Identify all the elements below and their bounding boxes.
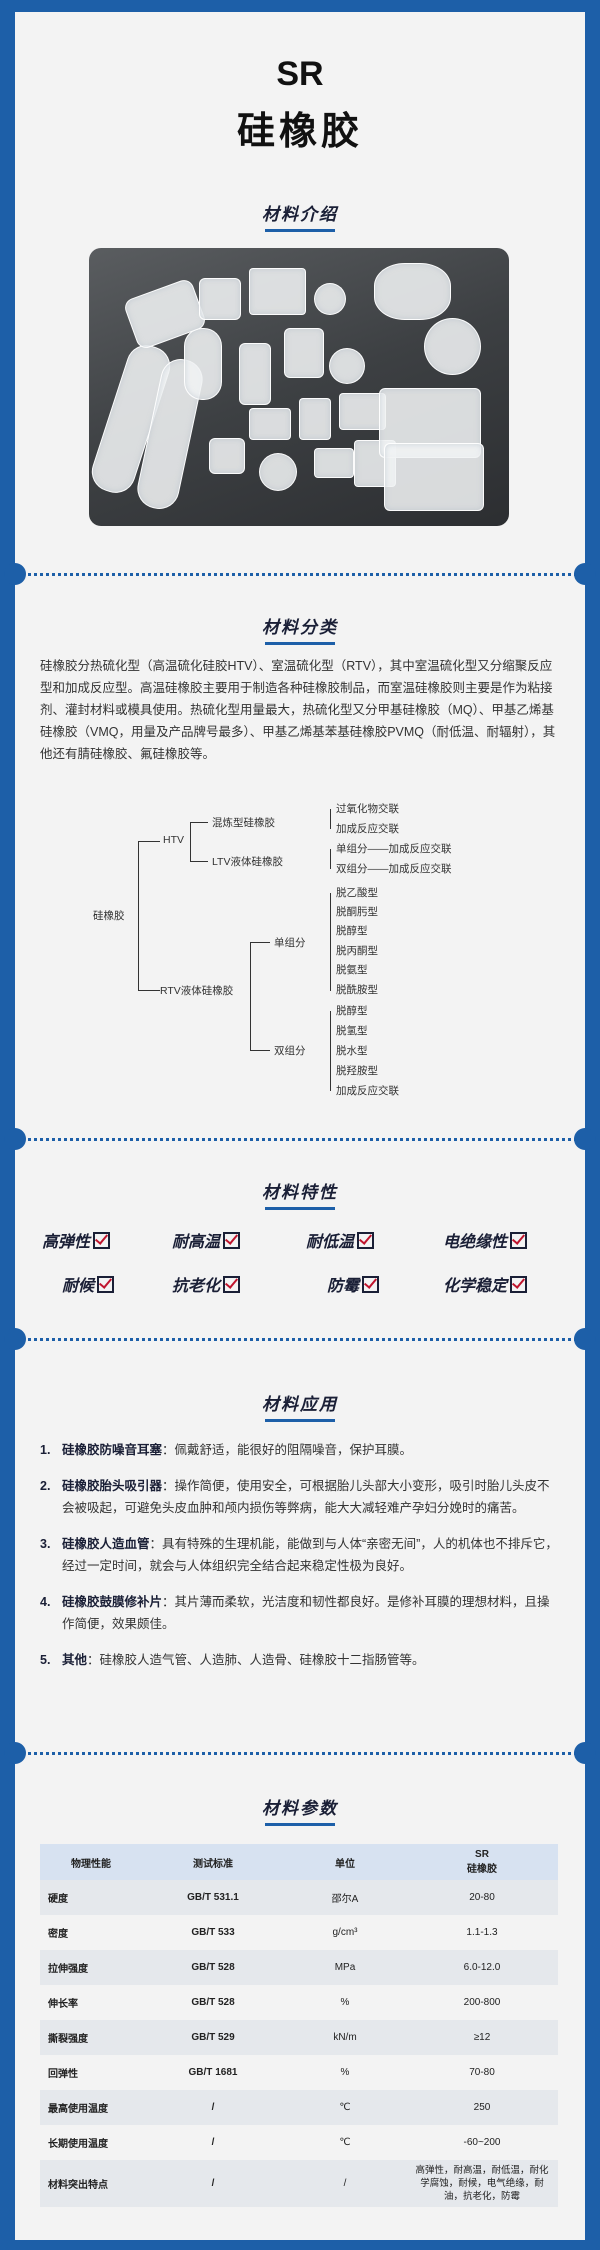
tree-root: 硅橡胶 bbox=[93, 910, 125, 922]
divider-dot bbox=[574, 563, 596, 585]
tree-leaf: 脱氨型 bbox=[336, 964, 368, 976]
tree-leaf: 脱羟胺型 bbox=[336, 1065, 378, 1077]
feature-item: 耐高温 bbox=[172, 1228, 241, 1252]
feature-item: 电绝缘性 bbox=[443, 1228, 528, 1252]
table-row: 材料突出特点//高弹性，耐高温，耐低温，耐化学腐蚀，耐候，电气绝缘，耐油，抗老化… bbox=[40, 2160, 558, 2207]
section-title-parameters: 材料参数 bbox=[0, 1794, 600, 1826]
section-title-intro: 材料介绍 bbox=[0, 200, 600, 232]
tree-leaf: 脱醇型 bbox=[336, 925, 368, 937]
applications-list: 1.硅橡胶防噪音耳塞：佩戴舒适，能很好的阻隔噪音，保护耳膜。 2.硅橡胶胎头吸引… bbox=[40, 1439, 562, 1685]
list-item: 5.其他：硅橡胶人造气管、人造肺、人造骨、硅橡胶十二指肠管等。 bbox=[40, 1653, 425, 1667]
divider-dot bbox=[574, 1128, 596, 1150]
table-header-row: 物理性能 测试标准 单位 SR 硅橡胶 bbox=[40, 1844, 558, 1880]
tree-leaf: 脱酰胺型 bbox=[336, 984, 378, 996]
tree-leaf: 加成反应交联 bbox=[336, 1085, 399, 1097]
list-item: 4.硅橡胶鼓膜修补片：其片薄而柔软，光洁度和韧性都良好。是修补耳膜的理想材料，且… bbox=[40, 1595, 550, 1631]
feature-item: 耐低温 bbox=[306, 1228, 375, 1252]
table-row: 长期使用温度/℃-60~200 bbox=[40, 2125, 558, 2160]
tree-htv: HTV bbox=[163, 834, 184, 846]
tree-leaf: 脱丙酮型 bbox=[336, 945, 378, 957]
feature-item: 耐候 bbox=[62, 1272, 115, 1296]
tree-double: 双组分 bbox=[274, 1045, 306, 1057]
section-title-classification: 材料分类 bbox=[0, 613, 600, 645]
checkbox-icon bbox=[93, 1232, 111, 1249]
tree-ltv: LTV液体硅橡胶 bbox=[212, 856, 283, 868]
tree-leaf: 脱乙酸型 bbox=[336, 887, 378, 899]
classification-paragraph: 硅橡胶分热硫化型（高温硫化硅胶HTV）、室温硫化型（RTV），其中室温硫化型又分… bbox=[40, 659, 556, 761]
tree-leaf: 脱水型 bbox=[336, 1045, 368, 1057]
section-title-properties: 材料特性 bbox=[0, 1178, 600, 1210]
list-item: 3.硅橡胶人造血管：具有特殊的生理机能，能做到与人体“亲密无间”，人的机体也不排… bbox=[40, 1537, 558, 1573]
column-header: 单位 bbox=[284, 1844, 406, 1880]
feature-item: 高弹性 bbox=[42, 1228, 111, 1252]
section-divider bbox=[15, 1138, 585, 1141]
section-divider bbox=[15, 573, 585, 576]
feature-item: 防霉 bbox=[327, 1272, 380, 1296]
page-title: SR bbox=[276, 55, 324, 93]
section-divider bbox=[15, 1752, 585, 1755]
list-item: 1.硅橡胶防噪音耳塞：佩戴舒适，能很好的阻隔噪音，保护耳膜。 bbox=[40, 1443, 413, 1457]
tree-leaf: 单组分——加成反应交联 bbox=[336, 843, 452, 855]
column-header: 物理性能 bbox=[40, 1844, 142, 1880]
feature-item: 抗老化 bbox=[172, 1272, 241, 1296]
checkbox-icon bbox=[97, 1276, 115, 1293]
list-item: 2.硅橡胶胎头吸引器：操作简便，使用安全，可根据胎儿头部大小变形，吸引时胎儿头皮… bbox=[40, 1479, 550, 1515]
divider-dot bbox=[4, 1128, 26, 1150]
tree-leaf: 脱酮肟型 bbox=[336, 906, 378, 918]
divider-dot bbox=[574, 1742, 596, 1764]
tree-leaf: 过氧化物交联 bbox=[336, 803, 399, 815]
section-title-applications: 材料应用 bbox=[0, 1390, 600, 1422]
product-photo bbox=[89, 248, 509, 526]
divider-dot bbox=[574, 1328, 596, 1350]
column-header: SR 硅橡胶 bbox=[406, 1844, 558, 1880]
divider-dot bbox=[4, 1328, 26, 1350]
checkbox-icon bbox=[510, 1276, 528, 1293]
divider-dot bbox=[4, 1742, 26, 1764]
checkbox-icon bbox=[510, 1232, 528, 1249]
column-header: 测试标准 bbox=[142, 1844, 284, 1880]
tree-leaf: 脱醇型 bbox=[336, 1005, 368, 1017]
feature-item: 化学稳定 bbox=[443, 1272, 528, 1296]
checkbox-icon bbox=[223, 1232, 241, 1249]
page-subtitle: 硅橡胶 bbox=[236, 111, 363, 153]
checkbox-icon bbox=[357, 1232, 375, 1249]
tree-single: 单组分 bbox=[274, 937, 306, 949]
tree-leaf: 加成反应交联 bbox=[336, 823, 399, 835]
tree-rtv: RTV液体硅橡胶 bbox=[160, 985, 234, 997]
tree-leaf: 双组分——加成反应交联 bbox=[336, 863, 452, 875]
tree-htv-mix: 混炼型硅橡胶 bbox=[212, 817, 275, 829]
divider-dot bbox=[4, 563, 26, 585]
checkbox-icon bbox=[223, 1276, 241, 1293]
tree-leaf: 脱氢型 bbox=[336, 1025, 368, 1037]
section-divider bbox=[15, 1338, 585, 1341]
checkbox-icon bbox=[362, 1276, 380, 1293]
